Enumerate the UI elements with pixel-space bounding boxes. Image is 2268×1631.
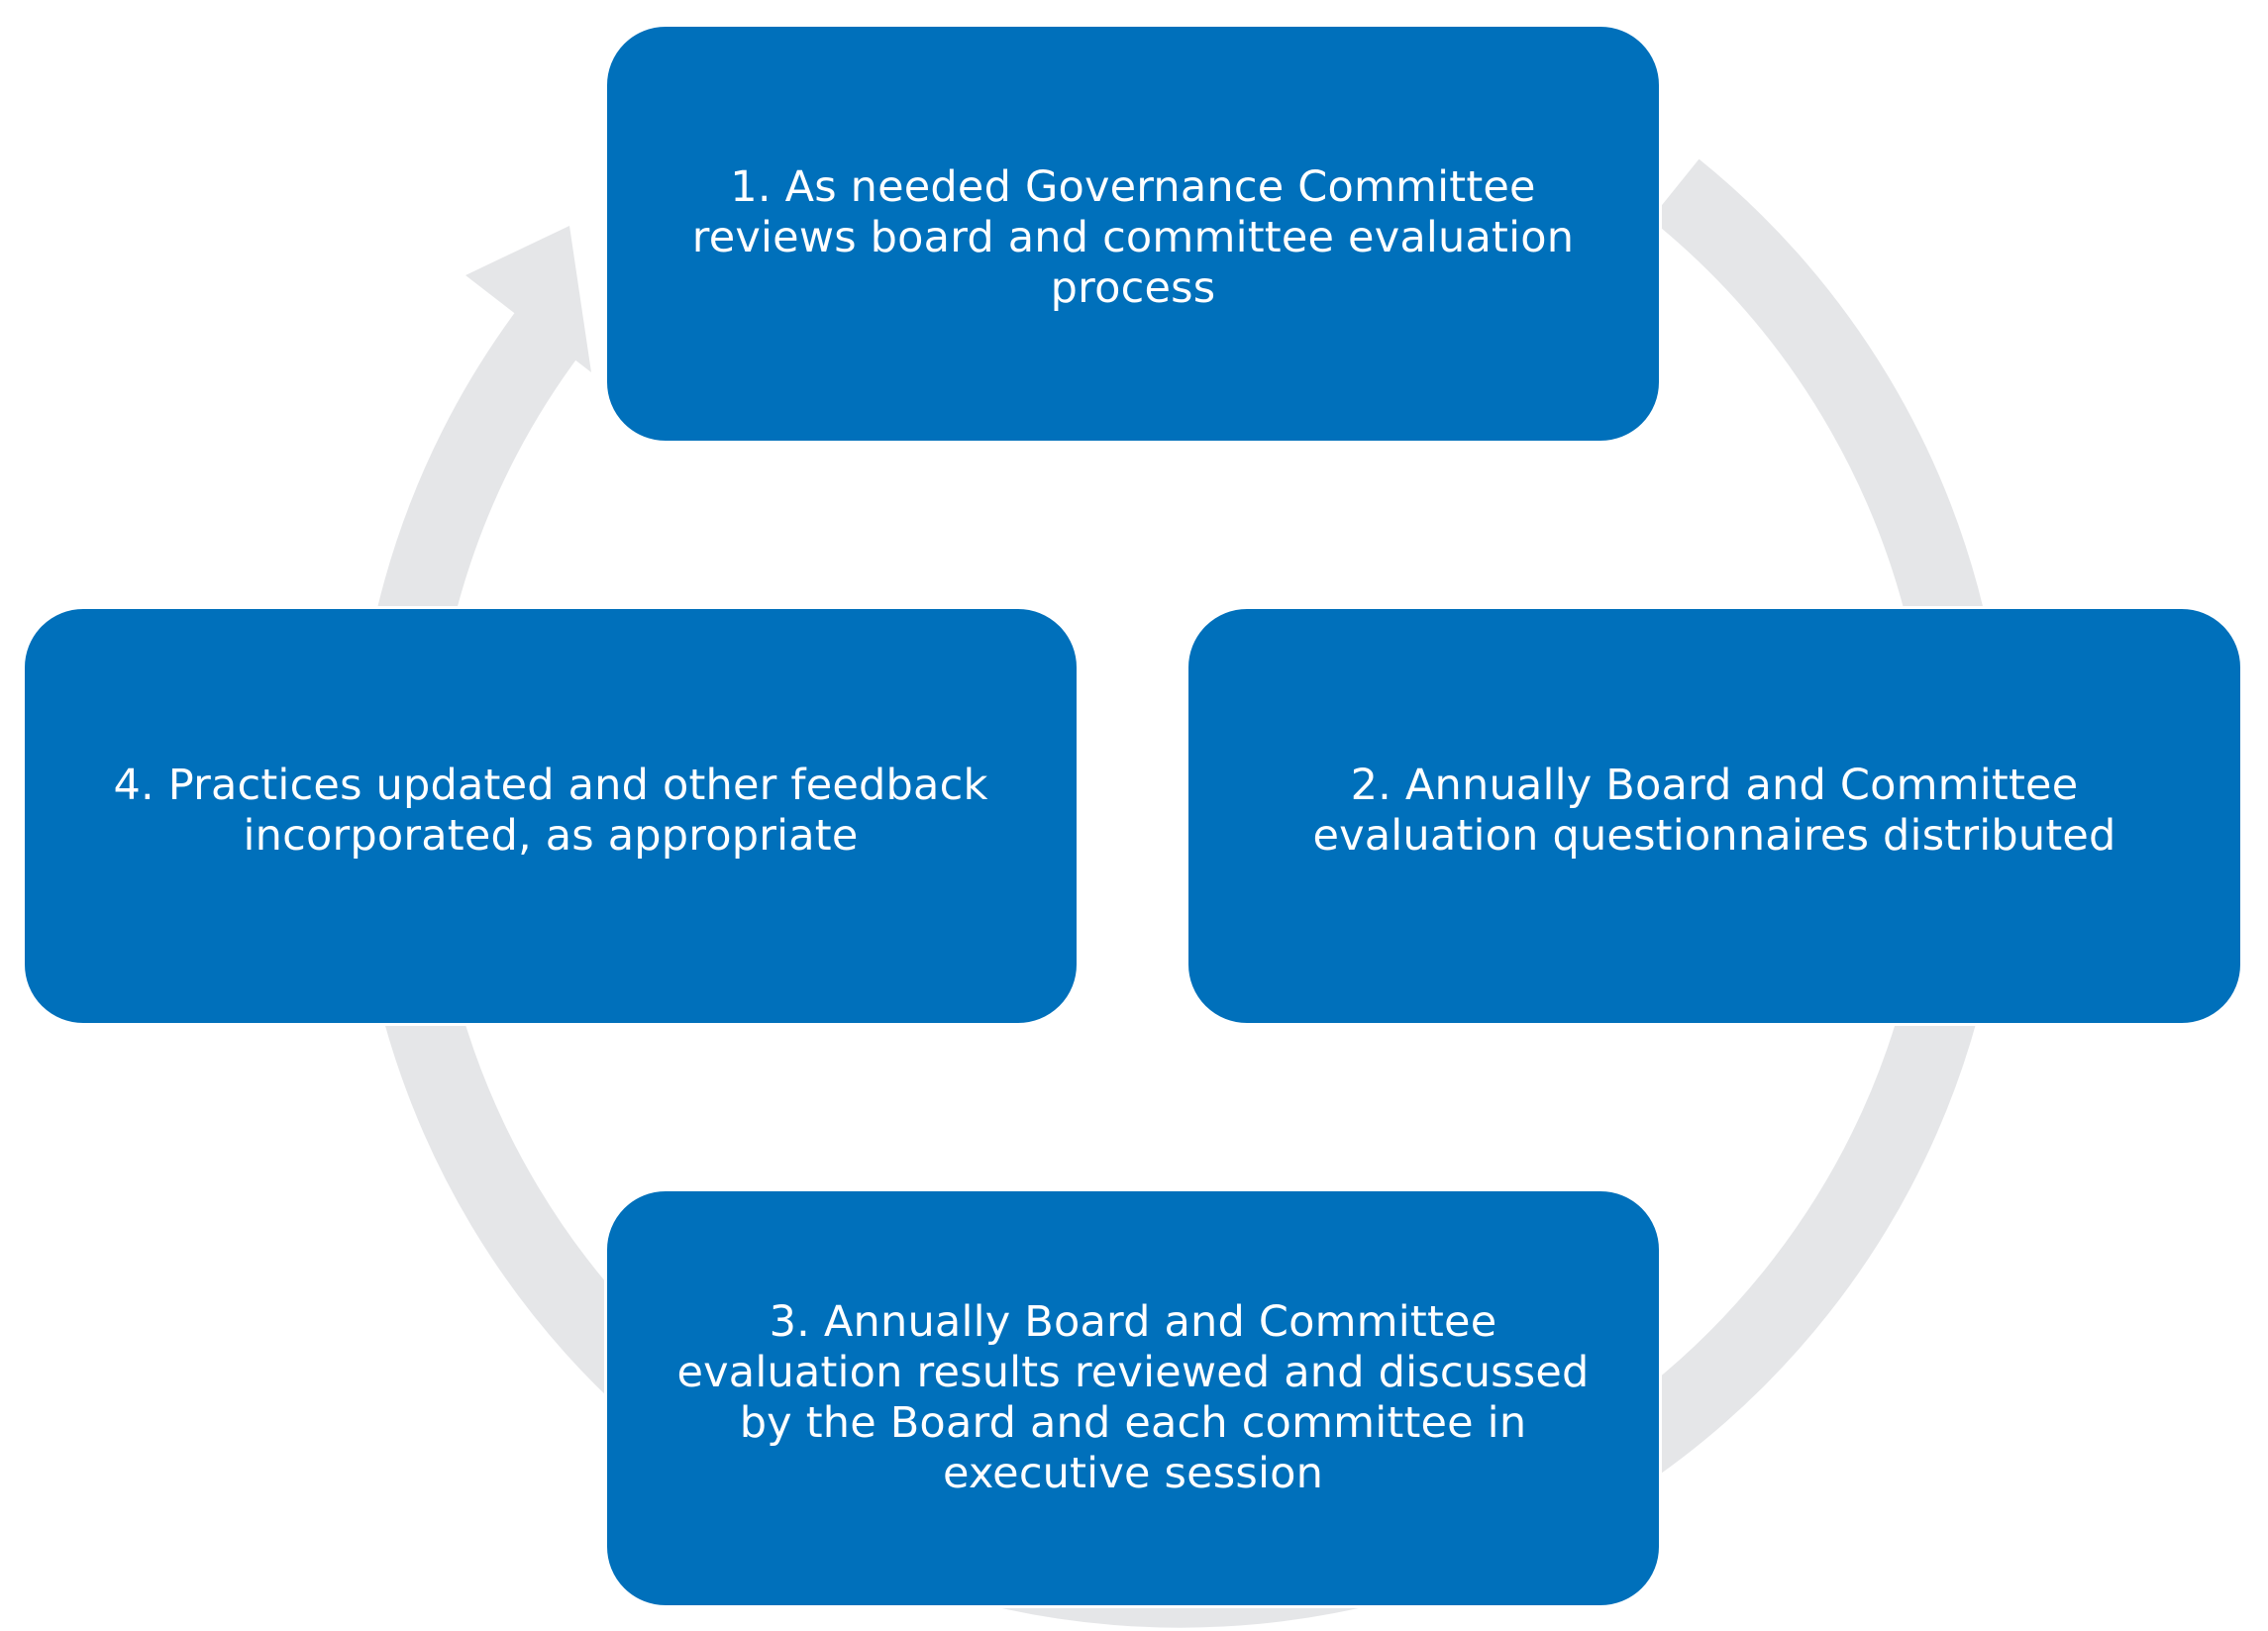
step-1-text: 1. As needed Governance Committee review… xyxy=(691,162,1575,313)
step-2-text: 2. Annually Board and Committee evaluati… xyxy=(1312,761,2116,861)
step-4-text: 4. Practices updated and other feedback … xyxy=(113,761,988,861)
step-1-box: 1. As needed Governance Committee review… xyxy=(604,24,1662,444)
step-2-box: 2. Annually Board and Committee evaluati… xyxy=(1186,606,2243,1026)
step-4-box: 4. Practices updated and other feedback … xyxy=(22,606,1080,1026)
step-3-text: 3. Annually Board and Committee evaluati… xyxy=(676,1297,1590,1498)
cycle-arrowhead-icon xyxy=(465,226,591,372)
step-3-box: 3. Annually Board and Committee evaluati… xyxy=(604,1188,1662,1608)
